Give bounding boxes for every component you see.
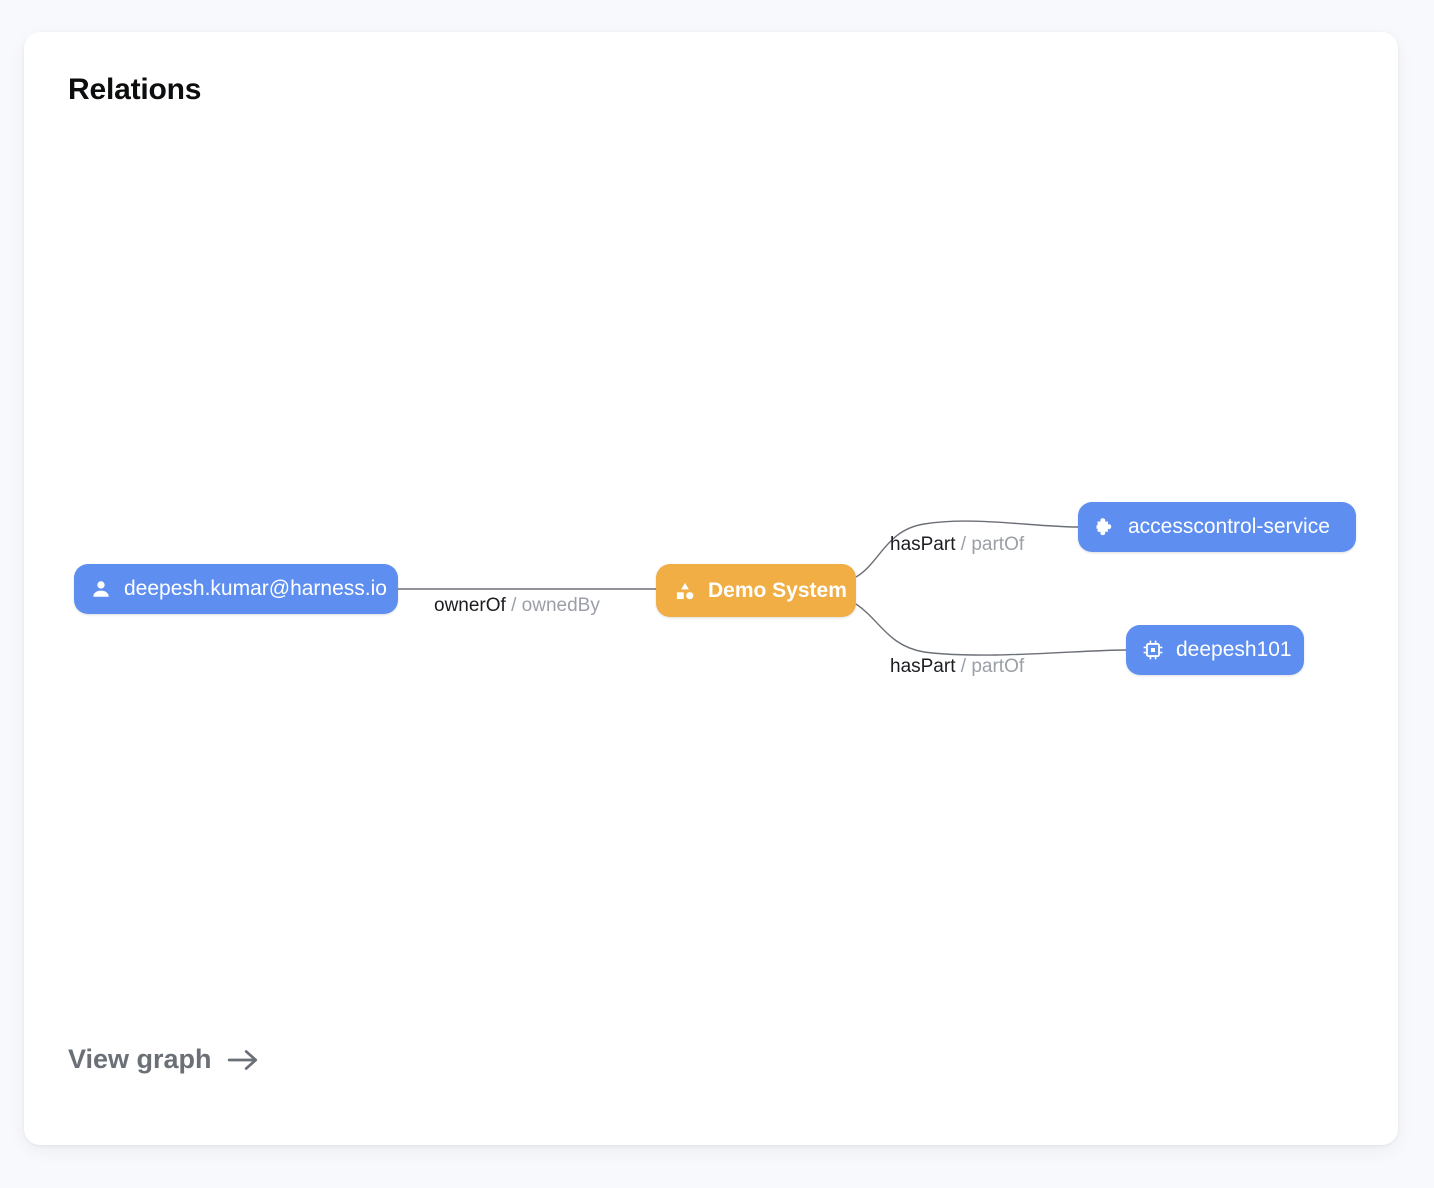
view-graph-label: View graph	[68, 1044, 212, 1074]
graph-node-label: accesscontrol-service	[1128, 515, 1330, 538]
edge-reverse-label: partOf	[971, 534, 1025, 555]
edge-label-haspart-top: hasPart / partOf	[890, 534, 1024, 556]
chip-icon	[1142, 639, 1164, 661]
graph-node-label: deepesh101	[1176, 638, 1292, 661]
relations-graph: ownerOf / ownedBy hasPart / partOf hasPa…	[24, 32, 1398, 1145]
page-title: Relations	[68, 73, 202, 106]
edge-label-separator: /	[505, 595, 522, 616]
edge-label-separator: /	[955, 534, 972, 555]
relations-card: Relations ownerOf / ownedBy hasPart / pa…	[24, 32, 1398, 1145]
category-shapes-icon	[674, 580, 696, 602]
graph-node-user[interactable]: deepesh.kumar@harness.io	[74, 564, 398, 614]
graph-node-label: Demo System	[708, 578, 847, 602]
edge-forward-label: ownerOf	[434, 595, 506, 616]
view-graph-link[interactable]: View graph	[68, 1044, 260, 1075]
graph-node-accesscontrol-service[interactable]: accesscontrol-service	[1078, 502, 1356, 552]
edge-label-owner-of: ownerOf / ownedBy	[434, 595, 600, 617]
puzzle-piece-icon	[1094, 516, 1116, 538]
graph-edges	[398, 520, 1127, 656]
arrow-right-icon	[226, 1047, 260, 1073]
edge-haspart-bottom-line	[855, 603, 1127, 656]
person-icon	[90, 578, 112, 600]
graph-node-label: deepesh.kumar@harness.io	[124, 577, 387, 600]
graph-node-system[interactable]: Demo System	[656, 564, 856, 617]
edge-forward-label: hasPart	[890, 656, 956, 677]
edge-reverse-label: partOf	[971, 656, 1025, 677]
edge-label-separator: /	[955, 656, 972, 677]
edge-label-haspart-bottom: hasPart / partOf	[890, 656, 1024, 678]
edge-forward-label: hasPart	[890, 534, 956, 555]
edge-reverse-label: ownedBy	[521, 595, 600, 616]
edge-haspart-top-line	[855, 520, 1079, 578]
graph-node-deepesh101[interactable]: deepesh101	[1126, 625, 1304, 675]
